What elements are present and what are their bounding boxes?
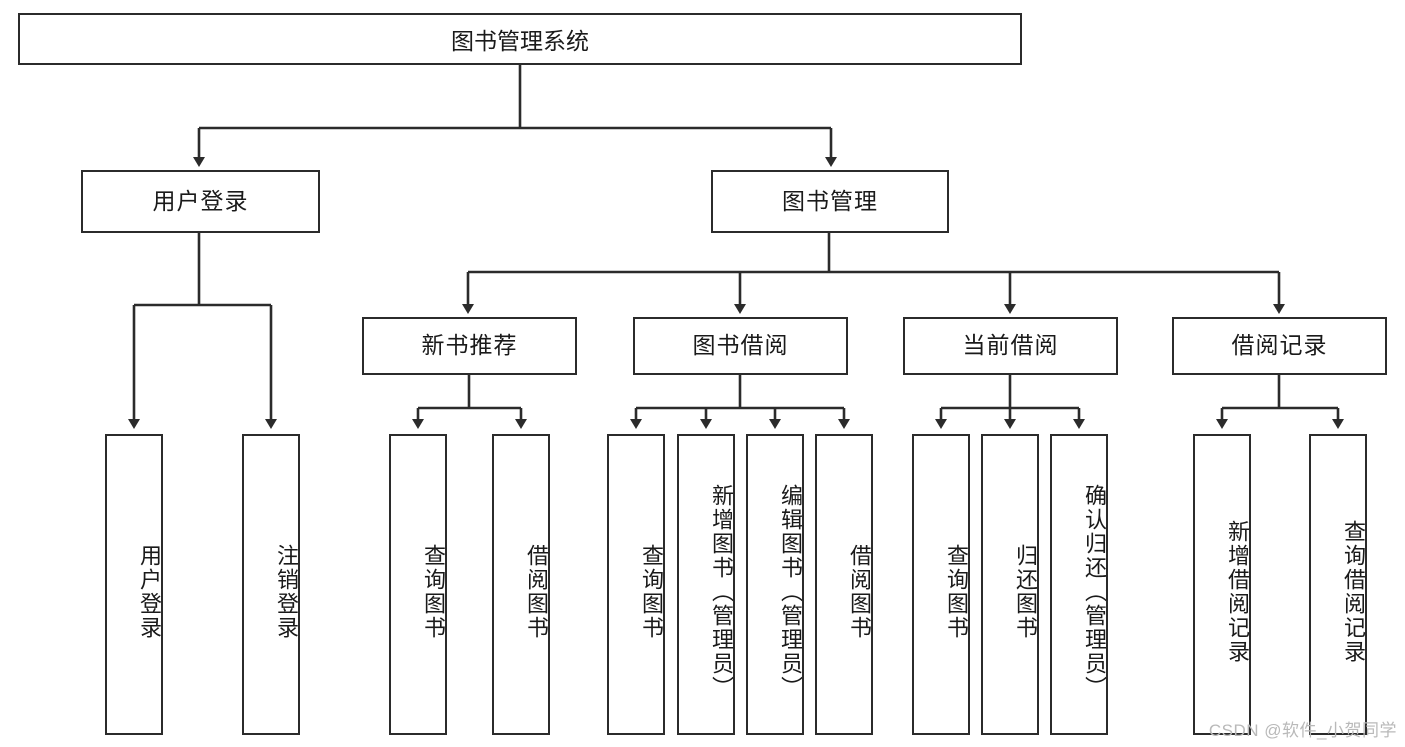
leaf-add-book[interactable]: 新增图书（管理员） xyxy=(677,434,735,735)
leaf-borrow-book-1-label: 借阅图书 xyxy=(524,543,549,640)
leaf-edit-book[interactable]: 编辑图书（管理员） xyxy=(746,434,804,735)
leaf-borrow-book-2[interactable]: 借阅图书 xyxy=(815,434,873,735)
node-borrow-record[interactable]: 借阅记录 xyxy=(1172,317,1387,375)
leaf-query-book-1-label: 查询图书 xyxy=(421,543,446,640)
node-new-book-rec[interactable]: 新书推荐 xyxy=(362,317,577,375)
leaf-query-book-2-label: 查询图书 xyxy=(639,543,664,640)
node-book-manage[interactable]: 图书管理 xyxy=(711,170,949,233)
node-user-login-label: 用户登录 xyxy=(152,187,249,214)
leaf-confirm-return[interactable]: 确认归还（管理员） xyxy=(1050,434,1108,735)
node-user-login[interactable]: 用户登录 xyxy=(81,170,320,233)
leaf-user-login[interactable]: 用户登录 xyxy=(105,434,163,735)
node-book-manage-label: 图书管理 xyxy=(782,187,878,214)
leaf-query-book-1[interactable]: 查询图书 xyxy=(389,434,447,735)
leaf-query-book-3-label: 查询图书 xyxy=(944,543,969,640)
leaf-query-book-2[interactable]: 查询图书 xyxy=(607,434,665,735)
leaf-logout[interactable]: 注销登录 xyxy=(242,434,300,735)
leaf-return-book-label: 归还图书 xyxy=(1013,543,1038,640)
leaf-edit-book-label: 编辑图书（管理员） xyxy=(778,483,803,700)
leaf-query-record[interactable]: 查询借阅记录 xyxy=(1309,434,1367,735)
node-root-label: 图书管理系统 xyxy=(451,28,589,54)
node-borrow-record-label: 借阅记录 xyxy=(1231,332,1328,359)
node-current-borrow-label: 当前借阅 xyxy=(962,332,1059,359)
leaf-logout-label: 注销登录 xyxy=(274,543,299,640)
node-book-borrow[interactable]: 图书借阅 xyxy=(633,317,848,375)
node-book-borrow-label: 图书借阅 xyxy=(692,332,789,359)
leaf-query-book-3[interactable]: 查询图书 xyxy=(912,434,970,735)
node-new-book-rec-label: 新书推荐 xyxy=(421,332,518,359)
leaf-borrow-book-1[interactable]: 借阅图书 xyxy=(492,434,550,735)
leaf-borrow-book-2-label: 借阅图书 xyxy=(847,543,872,640)
leaf-confirm-return-label: 确认归还（管理员） xyxy=(1082,483,1107,700)
leaf-add-book-label: 新增图书（管理员） xyxy=(709,483,734,700)
leaf-user-login-label: 用户登录 xyxy=(137,543,162,640)
node-current-borrow[interactable]: 当前借阅 xyxy=(903,317,1118,375)
leaf-return-book[interactable]: 归还图书 xyxy=(981,434,1039,735)
node-root[interactable]: 图书管理系统 xyxy=(18,13,1022,65)
leaf-add-record-label: 新增借阅记录 xyxy=(1225,519,1250,664)
leaf-add-record[interactable]: 新增借阅记录 xyxy=(1193,434,1251,735)
leaf-query-record-label: 查询借阅记录 xyxy=(1341,519,1366,664)
